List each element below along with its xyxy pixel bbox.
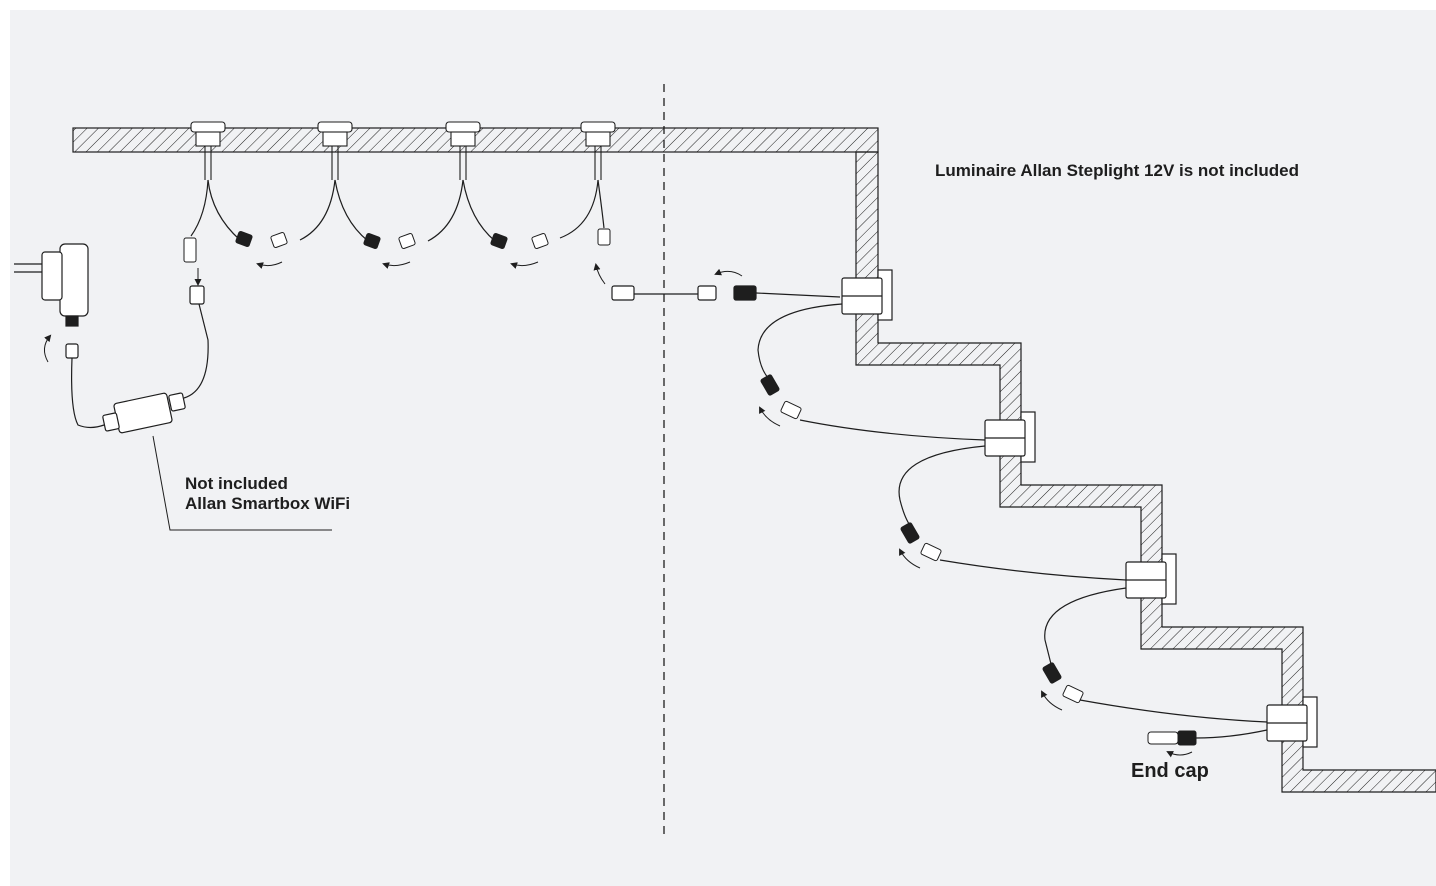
step-light-3 [1125, 553, 1177, 605]
staircase [855, 151, 1436, 793]
floor-light-3 [445, 121, 481, 180]
floor-light-cables [190, 179, 605, 242]
floor-light-1 [190, 121, 226, 180]
smartbox-cables [71, 285, 209, 429]
background-panel [10, 10, 1436, 886]
step-light-1 [841, 269, 893, 321]
stair-connection-arrows [759, 406, 1063, 711]
step-light-2 [984, 411, 1036, 463]
stair-connectors [760, 374, 1084, 704]
luminaire-note: Luminaire Allan Steplight 12V is not inc… [935, 161, 1299, 180]
smartbox-controller [102, 392, 186, 434]
bridge-connector [611, 268, 841, 301]
smartbox-label-line1: Not included [185, 474, 288, 493]
step-light-4 [1266, 696, 1318, 748]
smartbox-leader-line [152, 435, 332, 531]
floor-light-2 [317, 121, 353, 180]
stair-cables [757, 303, 1268, 739]
end-cap-label: End cap [1131, 760, 1209, 782]
floor-light-4 [580, 121, 616, 180]
smartbox-label-line2: Allan Smartbox WiFi [185, 494, 351, 513]
power-adapter [14, 243, 89, 363]
floor-connectors [183, 228, 611, 263]
end-cap [1147, 730, 1197, 758]
floor-connection-arrows [194, 261, 606, 286]
